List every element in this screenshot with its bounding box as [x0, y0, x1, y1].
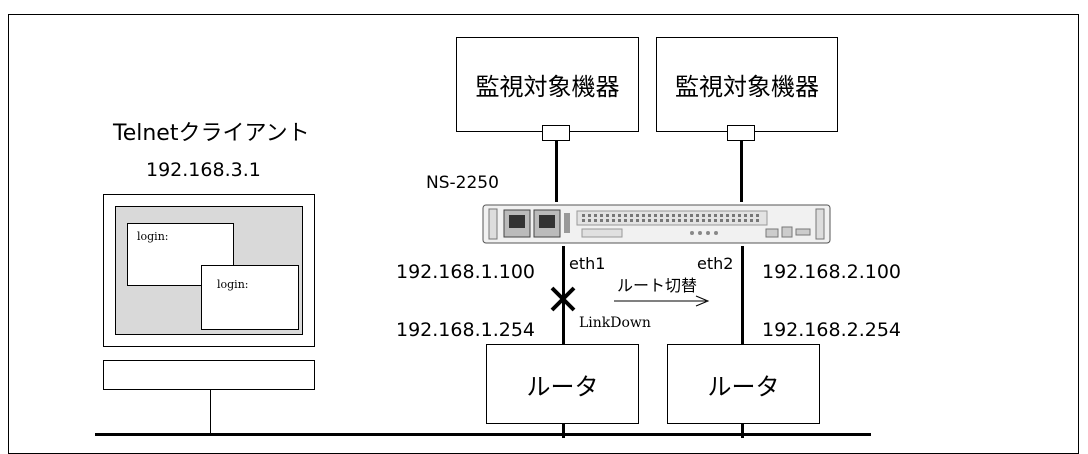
router-2: ルータ	[667, 344, 820, 424]
link-client-lan	[210, 390, 211, 435]
link-down-cross-icon	[550, 286, 576, 312]
link-down-label: LinkDown	[579, 315, 651, 331]
route-switch-arrow	[614, 295, 710, 307]
link-eth1-router1	[562, 246, 565, 344]
router-1: ルータ	[486, 344, 639, 424]
client-title: Telnetクライアント	[113, 121, 310, 146]
lan-bus	[95, 433, 871, 436]
monitored-device-1: 監視対象機器	[456, 37, 639, 132]
eth2-ip: 192.168.2.100	[762, 261, 902, 283]
ns-2250-device	[482, 204, 831, 244]
router-2-label: ルータ	[707, 372, 780, 401]
monitored-device-1-label: 監視対象機器	[475, 73, 620, 101]
monitor-screen: login: login:	[115, 206, 303, 335]
monitored-device-2-label: 監視対象機器	[675, 73, 819, 101]
route-switch-label: ルート切替	[617, 276, 698, 295]
monitored-device-2: 監視対象機器	[656, 37, 838, 132]
login-window-1-prompt: login:	[137, 230, 169, 243]
gw1-ip: 192.168.1.254	[396, 319, 536, 341]
gw2-ip: 192.168.2.254	[762, 319, 902, 341]
eth1-ip: 192.168.1.100	[396, 261, 536, 283]
login-window-2-prompt: login:	[217, 278, 249, 291]
monitor-frame: login: login:	[103, 194, 315, 347]
client-ip: 192.168.3.1	[146, 159, 261, 181]
link-router2-lan	[741, 424, 744, 438]
link-eth2-router2	[741, 246, 744, 344]
monitored-device-1-port	[542, 125, 570, 141]
link-device2-ns	[740, 141, 743, 202]
eth2-label: eth2	[697, 254, 734, 273]
keyboard	[103, 360, 315, 390]
router-1-label: ルータ	[526, 372, 599, 401]
monitored-device-2-port	[727, 125, 755, 141]
link-router1-lan	[562, 424, 565, 438]
eth1-label: eth1	[569, 254, 606, 273]
link-device1-ns	[555, 141, 558, 202]
login-window-2: login:	[201, 265, 299, 330]
ns-label: NS-2250	[426, 173, 499, 193]
